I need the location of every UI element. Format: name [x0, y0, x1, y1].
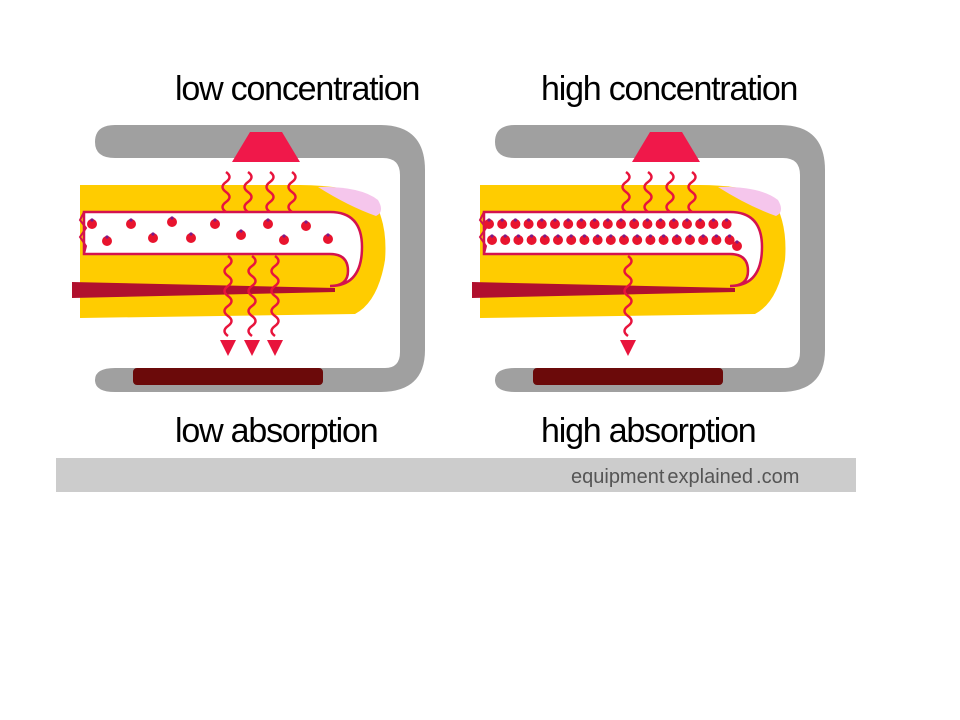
probe-clip [495, 125, 825, 392]
top-label: high concentration [541, 70, 797, 108]
emitter [232, 132, 300, 162]
finger [472, 185, 786, 318]
light-wave [243, 170, 253, 214]
fingernail [718, 186, 782, 216]
light-wave [643, 170, 653, 214]
probe-clip [95, 125, 425, 392]
light-wave [687, 170, 697, 214]
finger [72, 185, 386, 318]
light-waves [621, 170, 697, 214]
arrow-down-icon [267, 340, 283, 356]
light-wave [621, 170, 631, 214]
arrow-down-icon [220, 340, 236, 356]
arrow-down-icon [244, 340, 260, 356]
light-wave [665, 170, 675, 214]
transmitted-waves [220, 254, 283, 356]
transmitted-waves [620, 254, 636, 356]
light-wave [221, 170, 231, 214]
light-wave [247, 254, 257, 338]
bottom-label: low absorption [175, 412, 377, 450]
fingernail [318, 186, 382, 216]
detector [133, 368, 323, 385]
detector [533, 368, 723, 385]
panel-low: low concentration low absorpt [72, 70, 425, 450]
bottom-label: high absorption [541, 412, 756, 450]
panel-high: high concentration high absorption [472, 70, 825, 450]
footer-bar [56, 458, 856, 492]
light-waves [221, 170, 297, 214]
light-wave [270, 254, 280, 338]
emitter [632, 132, 700, 162]
light-wave [287, 170, 297, 214]
light-wave [223, 254, 233, 338]
blood-vessel [82, 210, 364, 288]
artery [72, 282, 335, 298]
blood-vessel [482, 210, 764, 288]
arrow-down-icon [620, 340, 636, 356]
top-label: low concentration [175, 70, 419, 108]
light-wave [265, 170, 275, 214]
light-wave [623, 254, 633, 338]
artery [472, 282, 735, 298]
